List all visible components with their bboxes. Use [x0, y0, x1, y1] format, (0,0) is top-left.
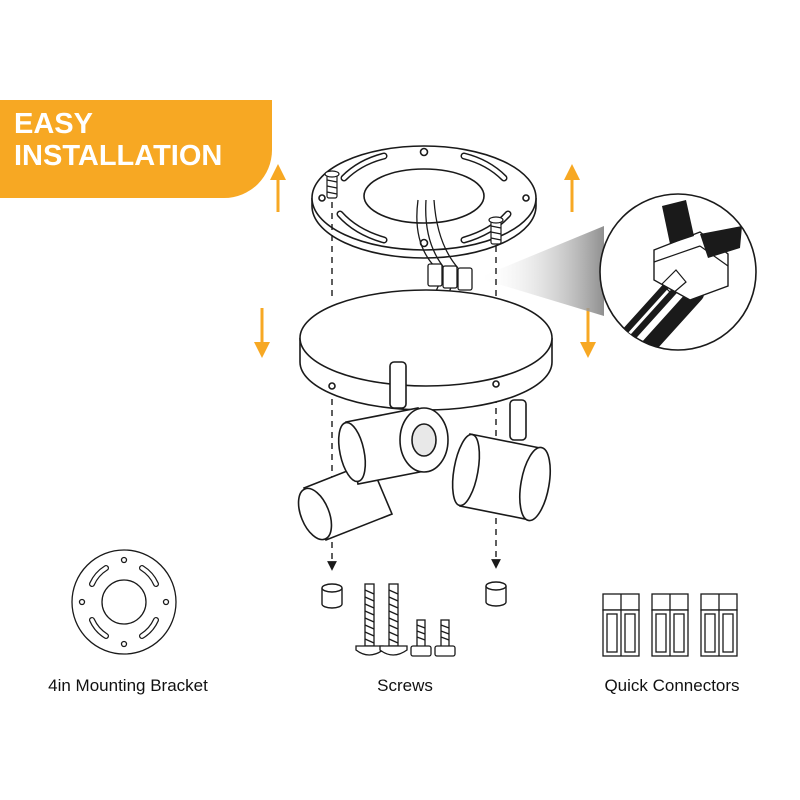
quick-connector-icon: [602, 593, 738, 657]
arrow-up-right-icon: [564, 164, 580, 212]
banner-line-1: EASY: [14, 108, 93, 140]
inline-connectors: [427, 263, 473, 291]
screw-caps: [321, 581, 507, 609]
caption-screws: Screws: [377, 676, 433, 695]
banner-line-2: INSTALLATION: [14, 140, 223, 172]
mounting-bracket-icon: [71, 549, 177, 655]
fixture-canopy: [299, 289, 553, 411]
plate-screw-right: [488, 216, 504, 245]
arrow-down-left-icon: [254, 308, 270, 358]
arrow-up-left-icon: [270, 164, 286, 212]
caption-mounting-bracket: 4in Mounting Bracket: [48, 676, 208, 695]
mounting-plate: [311, 145, 537, 259]
caption-quick-connectors: Quick Connectors: [604, 676, 740, 695]
screws-icon: [355, 583, 456, 657]
plate-screw-left: [324, 170, 340, 199]
zoom-detail: [599, 193, 757, 351]
zoom-beam: [478, 226, 604, 316]
arrow-down-right-icon: [580, 308, 596, 358]
fixture-heads: [297, 361, 552, 542]
banner-title: EASY INSTALLATION: [14, 108, 222, 172]
easy-installation-banner: [0, 100, 272, 198]
